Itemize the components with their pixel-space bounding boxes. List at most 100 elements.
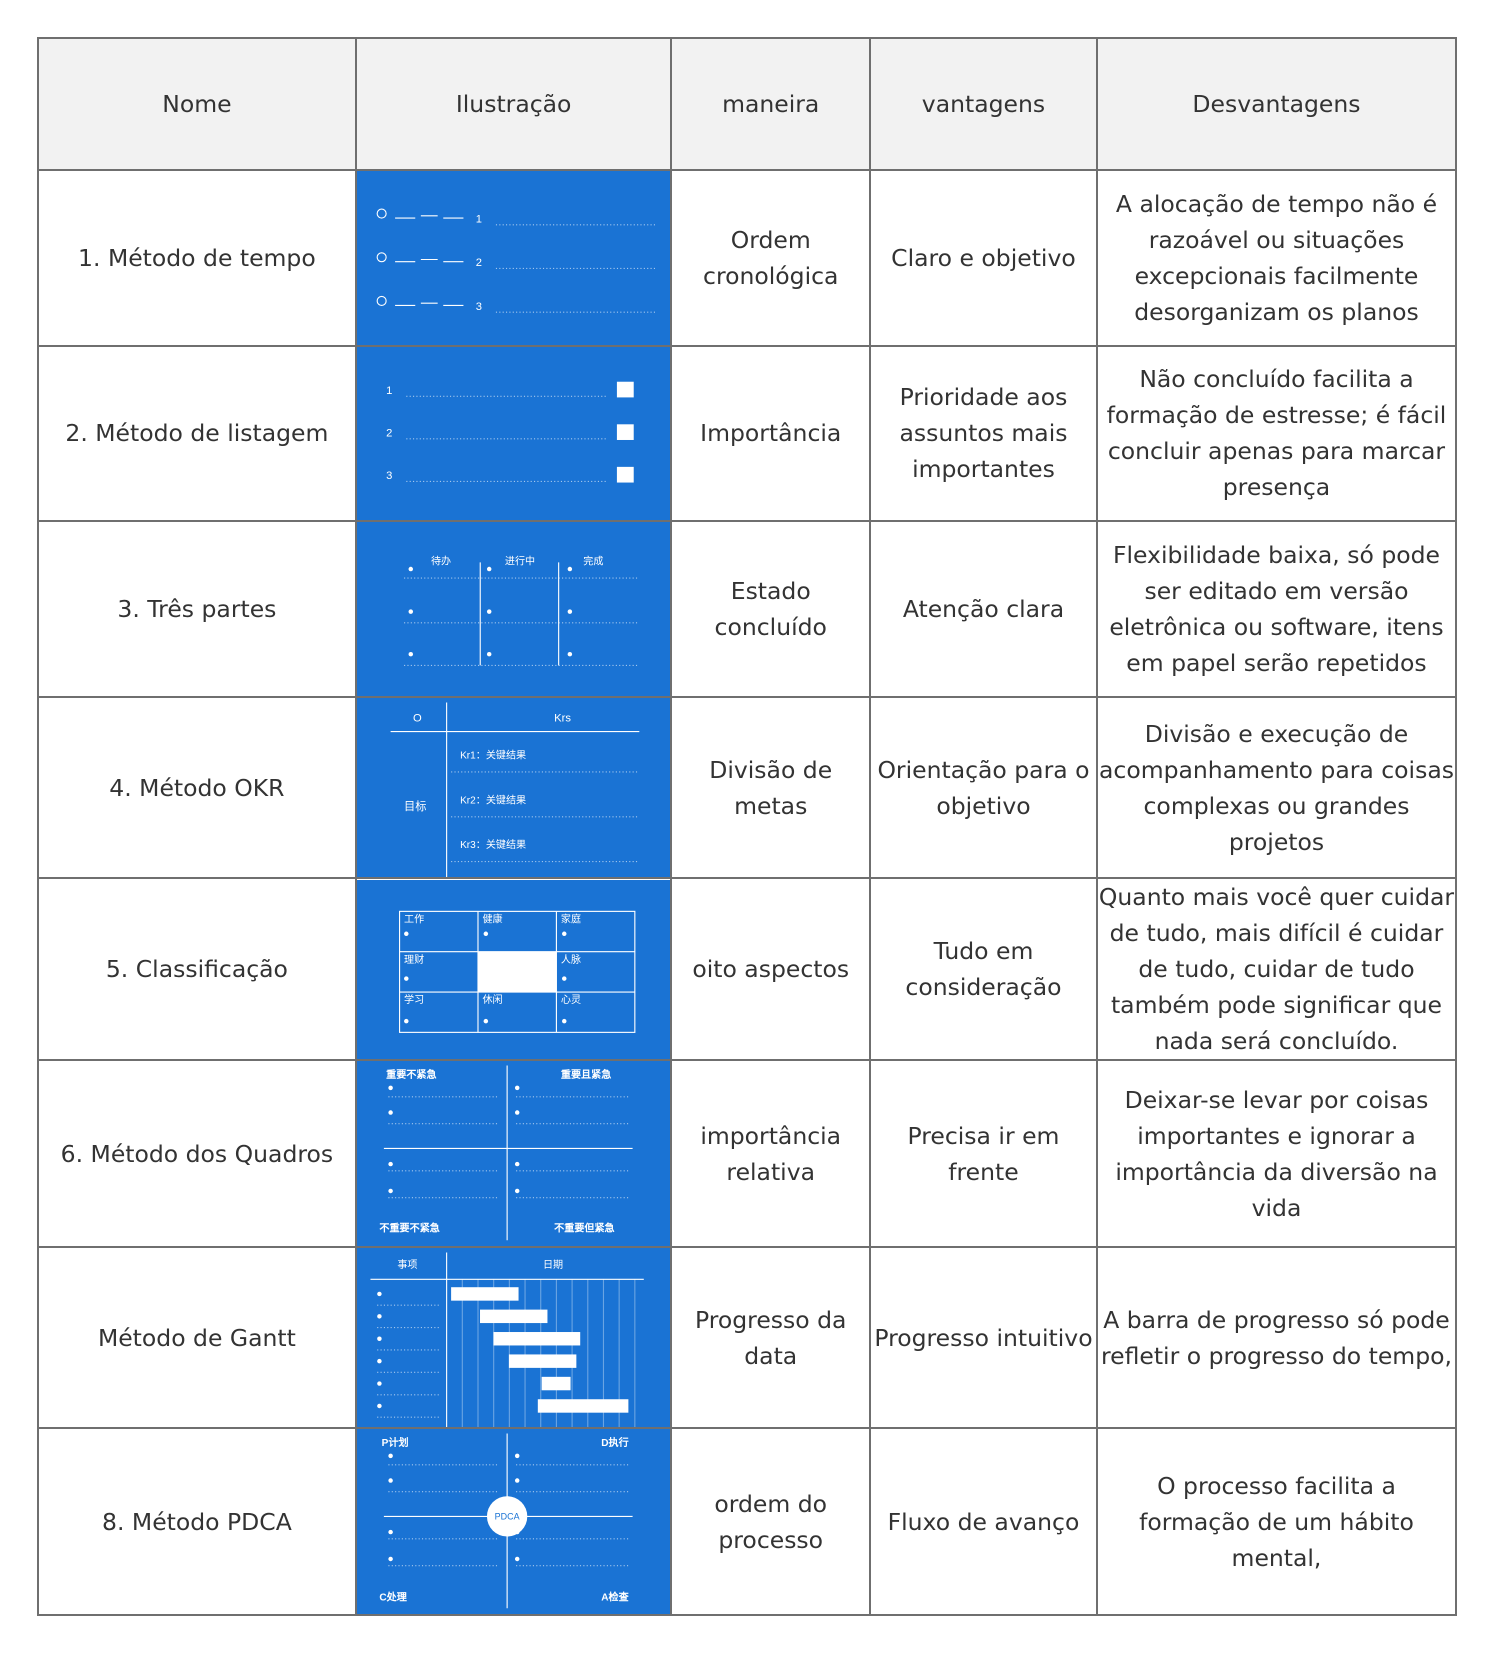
time-number: 1 — [476, 214, 482, 226]
time-number: 3 — [476, 301, 482, 313]
cell-ilustracao: O Krs 目标 Kr1：关键结果 Kr2：关键结果 Kr3：关键结果 — [354, 695, 673, 880]
quadrant-label: 不重要不紧急 — [379, 1221, 439, 1234]
checkbox-icon — [616, 466, 634, 483]
gantt-bar — [450, 1287, 519, 1301]
header-desvantagens: Desvantagens — [1095, 37, 1458, 171]
cell-desvantagens: Deixar-se levar por coisas importantes e… — [1095, 1059, 1458, 1249]
header-nome: Nome — [37, 37, 357, 171]
cell-maneira: Importância — [670, 344, 871, 523]
column-label: 待办 — [431, 555, 451, 568]
header-vantagens: vantagens — [868, 37, 1098, 171]
okr-o-label: O — [413, 712, 422, 724]
cell-maneira: Ordem cronológica — [670, 169, 871, 347]
list-number: 3 — [386, 470, 392, 482]
table-row: 4. Método OKR O Krs 目标 Kr1：关键结果 Kr2：关键结果 — [37, 695, 1458, 880]
aspect-label: 心灵 — [561, 994, 581, 1006]
list-number: 1 — [386, 385, 392, 397]
cell-maneira: Progresso da data — [670, 1246, 871, 1430]
cell-vantagens: Precisa ir em frente — [868, 1059, 1098, 1249]
aspect-label: 学习 — [404, 993, 424, 1006]
pdca-label: A检查 — [601, 1591, 629, 1604]
illustration-quadrants: 重要不紧急 重要且紧急 不重要不紧急 不重要但紧急 — [357, 1062, 670, 1246]
gantt-bar — [493, 1332, 581, 1346]
quadrant-label: 重要且紧急 — [561, 1068, 611, 1081]
okr-kr-item: Kr1：关键结果 — [460, 748, 526, 761]
cell-ilustracao: 事项 日期 — [354, 1246, 673, 1430]
cell-maneira: importância relativa — [670, 1059, 871, 1249]
cell-ilustracao: 1 2 3 — [354, 344, 673, 523]
cell-nome: Método de Gantt — [37, 1246, 357, 1430]
gantt-item-header: 事项 — [397, 1258, 417, 1271]
cell-ilustracao: 工作 健康 家庭 理财 人脉 学习 休闲 心灵 — [354, 877, 673, 1062]
cell-desvantagens: O processo facilita a formação de um háb… — [1095, 1427, 1458, 1617]
gantt-date-header: 日期 — [543, 1259, 563, 1271]
okr-kr-item: Kr3：关键结果 — [460, 838, 526, 851]
table-row: 1. Método de tempo 1 2 3 — [37, 169, 1458, 347]
cell-ilustracao: PDCA P计划 D执行 C处理 A检查 — [354, 1427, 673, 1617]
table-row: 5. Classificação 工作 — [37, 877, 1458, 1062]
aspect-label: 理财 — [404, 952, 424, 965]
header-ilustracao: Ilustração — [354, 37, 673, 171]
quadrant-label: 不重要但紧急 — [554, 1221, 614, 1234]
aspect-label: 工作 — [404, 913, 424, 925]
aspect-label: 家庭 — [561, 912, 581, 925]
aspect-label: 休闲 — [482, 993, 502, 1006]
illustration-classification: 工作 健康 家庭 理财 人脉 学习 休闲 心灵 — [357, 880, 670, 1059]
gantt-bar — [508, 1354, 577, 1368]
cell-desvantagens: A barra de progresso só pode refletir o … — [1095, 1246, 1458, 1430]
illustration-gantt: 事项 日期 — [357, 1249, 670, 1427]
cell-nome: 4. Método OKR — [37, 695, 357, 880]
cell-maneira: ordem do processo — [670, 1427, 871, 1617]
cell-desvantagens: Divisão e execução de acompanhamento par… — [1095, 695, 1458, 880]
header-maneira: maneira — [670, 37, 871, 171]
pdca-label: P计划 — [381, 1436, 408, 1449]
table-row: 6. Método dos Quadros 重要不紧急 — [37, 1059, 1458, 1249]
cell-nome: 3. Três partes — [37, 520, 357, 698]
cell-maneira: oito aspectos — [670, 877, 871, 1062]
checkbox-icon — [616, 381, 634, 398]
cell-desvantagens: Flexibilidade baixa, só pode ser editado… — [1095, 520, 1458, 698]
cell-vantagens: Prioridade aos assuntos mais importantes — [868, 344, 1098, 523]
cell-vantagens: Tudo em consideração — [868, 877, 1098, 1062]
illustration-list-method: 1 2 3 — [357, 347, 670, 520]
cell-vantagens: Progresso intuitivo — [868, 1246, 1098, 1430]
cell-nome: 5. Classificação — [37, 877, 357, 1062]
illustration-time-method: 1 2 3 — [357, 171, 670, 344]
cell-maneira: Estado concluído — [670, 520, 871, 698]
cell-maneira: Divisão de metas — [670, 695, 871, 880]
table-row: 2. Método de listagem 1 2 3 Importância … — [37, 344, 1458, 523]
table-row: 3. Três partes 待办 进行中 — [37, 520, 1458, 698]
cell-nome: 1. Método de tempo — [37, 169, 357, 347]
cell-ilustracao: 重要不紧急 重要且紧急 不重要不紧急 不重要但紧急 — [354, 1059, 673, 1249]
gantt-bar — [541, 1376, 571, 1391]
pdca-label: D执行 — [601, 1436, 628, 1449]
cell-vantagens: Claro e objetivo — [868, 169, 1098, 347]
column-label: 完成 — [583, 555, 603, 568]
cell-desvantagens: Quanto mais você quer cuidar de tudo, ma… — [1095, 877, 1458, 1062]
okr-goal-label: 目标 — [404, 800, 426, 813]
cell-ilustracao: 待办 进行中 完成 — [354, 520, 673, 698]
column-label: 进行中 — [505, 555, 535, 568]
cell-nome: 6. Método dos Quadros — [37, 1059, 357, 1249]
pdca-center-circle — [486, 1496, 528, 1537]
list-number: 2 — [386, 427, 392, 439]
table-row: Método de Gantt — [37, 1246, 1458, 1430]
okr-kr-item: Kr2：关键结果 — [460, 793, 526, 806]
pdca-label: C处理 — [379, 1591, 406, 1604]
cell-nome: 2. Método de listagem — [37, 344, 357, 523]
methods-table: Nome Ilustração maneira vantagens Desvan… — [37, 37, 1458, 1617]
cell-nome: 8. Método PDCA — [37, 1427, 357, 1617]
cell-desvantagens: A alocação de tempo não é razoável ou si… — [1095, 169, 1458, 347]
gantt-bar — [479, 1309, 548, 1324]
time-number: 2 — [476, 257, 482, 269]
cell-vantagens: Orientação para o objetivo — [868, 695, 1098, 880]
quadrant-label: 重要不紧急 — [386, 1068, 436, 1081]
okr-krs-label: Krs — [554, 712, 571, 724]
cell-ilustracao: 1 2 3 — [354, 169, 673, 347]
cell-vantagens: Atenção clara — [868, 520, 1098, 698]
aspect-label: 健康 — [482, 912, 502, 925]
aspect-label: 人脉 — [561, 952, 581, 965]
table-row: 8. Método PDCA PDCA — [37, 1427, 1458, 1617]
cell-vantagens: Fluxo de avanço — [868, 1427, 1098, 1617]
illustration-okr: O Krs 目标 Kr1：关键结果 Kr2：关键结果 Kr3：关键结果 — [357, 698, 670, 877]
